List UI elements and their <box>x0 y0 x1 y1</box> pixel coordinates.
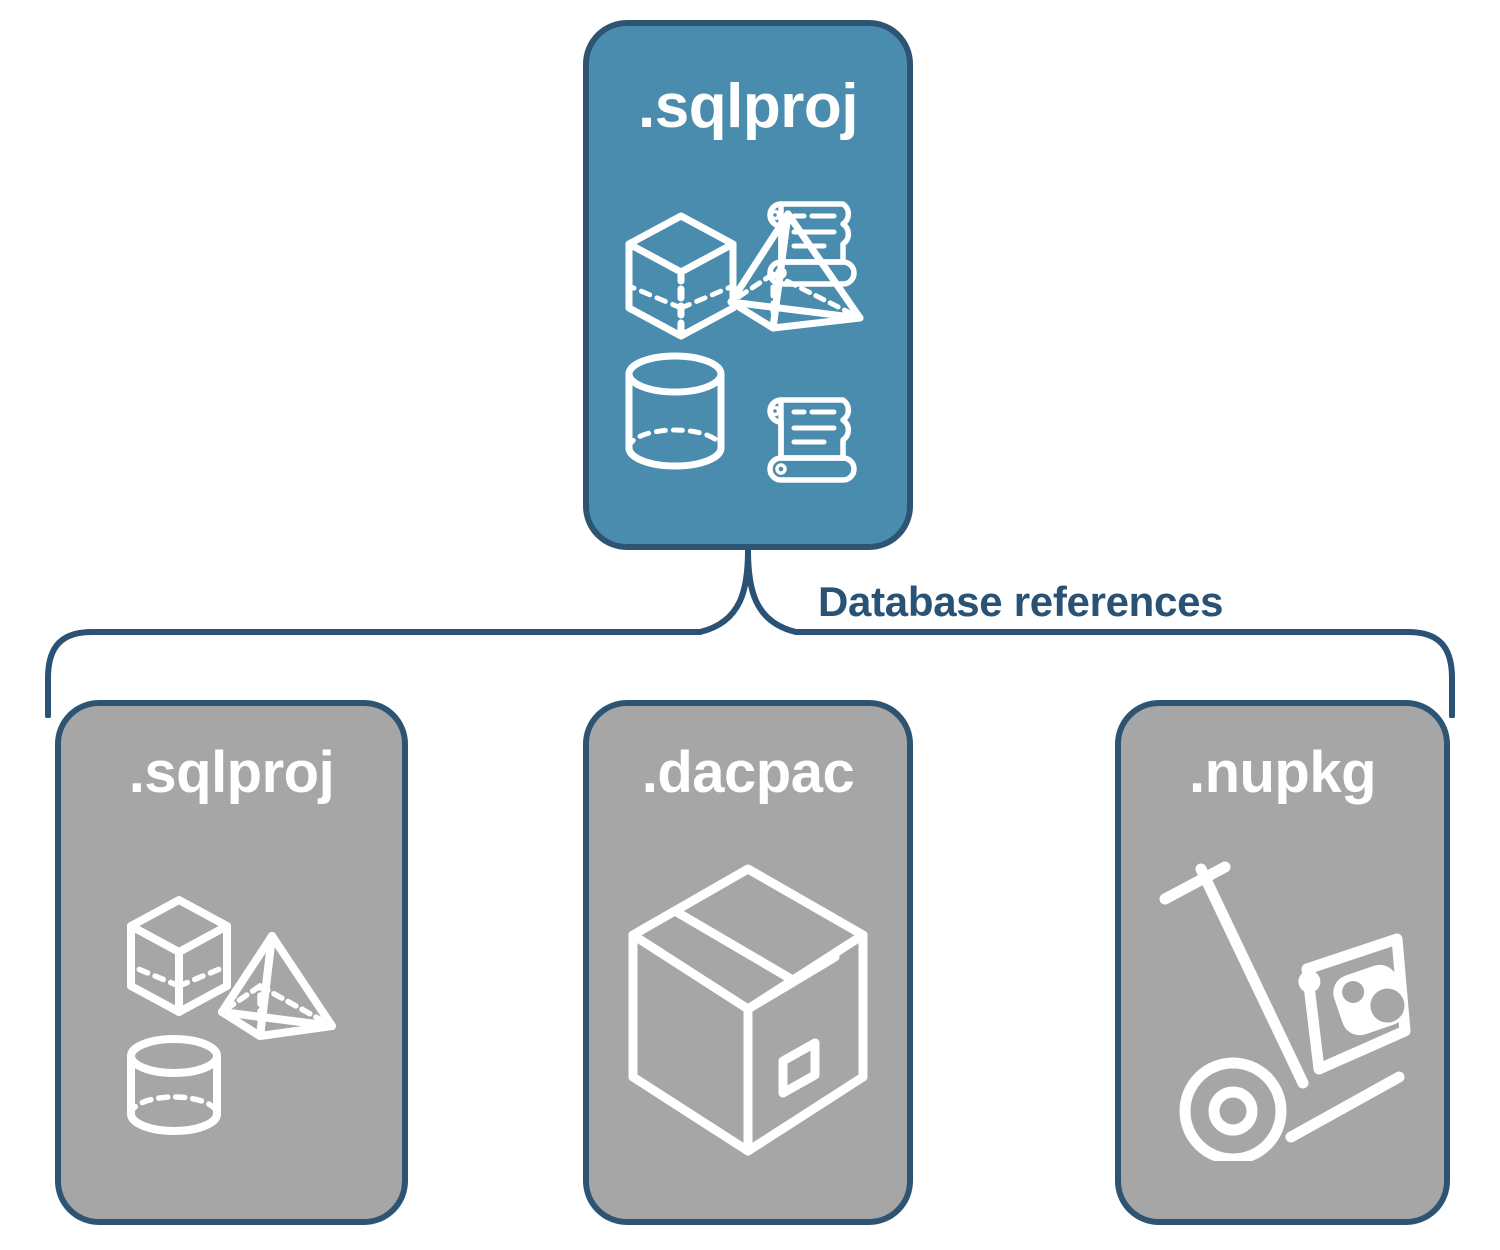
reference-node-icon-group <box>1121 802 1444 1219</box>
reference-node-icon-group <box>589 802 907 1219</box>
database-references-bracket <box>45 548 1455 718</box>
database-objects-icon-set <box>625 201 864 483</box>
reference-node-nupkg[interactable]: .nupkg <box>1115 700 1450 1225</box>
package-box-icon <box>628 864 868 1155</box>
database-objects-icon-set <box>126 895 336 1135</box>
nupkg-delivery-icon <box>1159 861 1410 1161</box>
script-scroll-icon <box>767 201 857 287</box>
script-scroll-icon <box>767 397 857 483</box>
cube-icon <box>126 895 231 1016</box>
bracket-label: Database references <box>818 578 1224 625</box>
root-node-icon-group <box>589 138 907 544</box>
cube-icon <box>625 212 737 340</box>
root-node-label: .sqlproj <box>638 72 858 141</box>
root-node-sqlproj[interactable]: .sqlproj <box>583 20 913 550</box>
cylinder-icon <box>126 1034 221 1135</box>
pyramid-icon <box>217 931 336 1040</box>
reference-node-dacpac[interactable]: .dacpac <box>583 700 913 1225</box>
reference-node-icon-group <box>61 802 402 1219</box>
reference-node-label: .dacpac <box>641 740 855 805</box>
reference-node-label: .nupkg <box>1188 740 1377 805</box>
reference-node-label: .sqlproj <box>128 740 335 805</box>
nuget-package-icon <box>1297 933 1410 1074</box>
hand-truck-icon <box>1159 861 1404 1161</box>
cylinder-icon <box>625 352 725 470</box>
reference-node-sqlproj[interactable]: .sqlproj <box>55 700 408 1225</box>
